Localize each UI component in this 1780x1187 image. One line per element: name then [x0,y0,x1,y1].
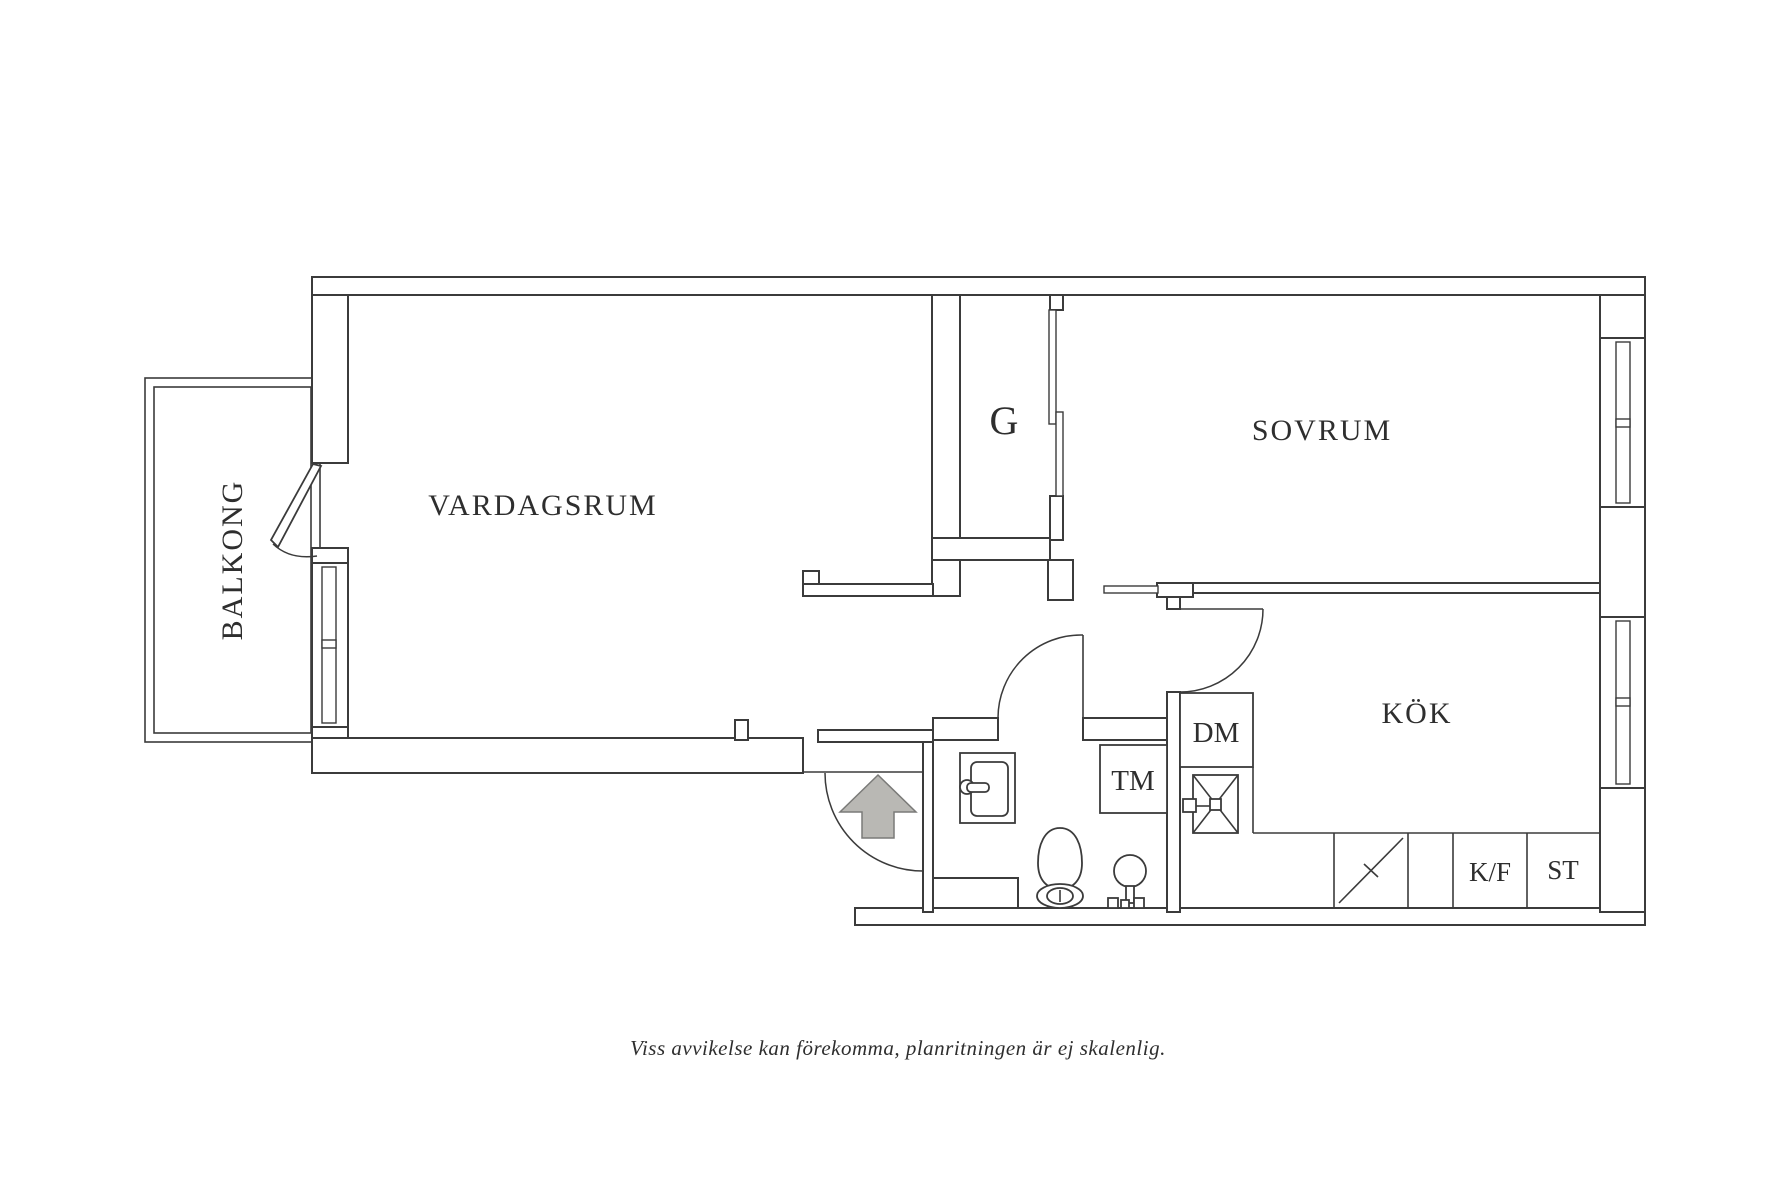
wall-left-upper [311,294,349,464]
fixture-stem [1125,885,1135,904]
room-label-closet: G [990,398,1019,443]
fixture-foot [1107,897,1119,909]
appliance-label-pantry: ST [1547,855,1579,885]
wall-right-middle [1599,506,1646,618]
kitchen-counter [1252,767,1600,908]
sliding-door-icon [1103,585,1159,594]
kitchen-window-icon [1615,620,1631,785]
door-swing-icon [1179,608,1264,693]
room-label-bedroom: SOVRUM [1252,414,1392,447]
wall-hall-nib [802,570,820,585]
toilet-bowl [1037,827,1083,890]
exterior-walls [311,276,1646,926]
wall-entry-lintel [817,729,934,743]
fixture-head [1113,854,1147,888]
closet-sliding-doors [1048,309,1064,497]
door-swing-icon [824,772,924,872]
floor-fixture-icon [1107,854,1147,909]
wall-bedroom-kitchen [1192,582,1601,594]
appliance-label-dishwasher: DM [1193,717,1240,749]
window-transom [1615,697,1631,707]
wall-living-hall [802,583,934,597]
room-label-kitchen: KÖK [1382,697,1453,730]
wall-hall-stub [1047,559,1074,601]
window-transom [1615,418,1631,428]
room-labels: BALKONG VARDAGSRUM G SOVRUM KÖK DM TM K/… [216,398,1579,887]
wall-closet-stub-top [1049,294,1064,311]
wall-right-upper [1599,294,1646,339]
toilet-icon [1036,827,1084,909]
dishwasher-box [1179,692,1254,768]
wall-bath-step [932,877,1019,909]
kitchen-door [1179,608,1264,693]
wall-left-sill [311,547,349,564]
appliance-label-washing-machine: TM [1111,765,1155,797]
door-leaf [269,462,323,549]
wall-nib [734,719,749,741]
bathroom-fixtures [959,744,1168,909]
windows [321,341,1631,785]
sliding-door-icon [1055,411,1064,497]
wall-bath-top-right [1082,717,1168,741]
kitchen-fixtures [1179,692,1600,908]
entrance-door [803,771,924,872]
appliance-label-fridge-freezer: K/F [1469,857,1511,887]
fixture-foot [1120,899,1130,909]
wall-closet-bottom [931,537,1051,561]
interior-walls [802,294,1601,913]
balcony-door [269,462,323,558]
bathroom-door [997,634,1084,719]
faucet-handle [966,782,990,793]
entrance-arrow-icon [838,773,918,839]
wall-bath-west [922,741,934,913]
washbasin-icon [959,752,1016,824]
wall-top [311,276,1646,296]
window-transom [321,639,337,649]
stove-tick [1363,863,1379,878]
wall-right-lower [1599,787,1646,913]
stove-icon [1338,837,1404,904]
door-swing-icon [272,543,318,558]
fixture-foot [1133,897,1145,909]
door-swing-icon [997,634,1084,719]
room-label-balcony: BALKONG [216,480,249,641]
wall-pocket-stub [1166,596,1181,610]
sink-drain [1209,798,1222,811]
wall-closet-stub-bottom [1049,495,1064,541]
wall-hall-kitchen [1166,691,1181,913]
disclaimer-caption: Viss avvikelse kan förekomma, planritnin… [630,1036,1166,1060]
bedroom-window-icon [1615,341,1631,504]
wall-bottom-main [854,907,1646,926]
sink-faucet [1182,798,1197,813]
doors [269,309,1264,872]
wall-bottom-left [311,737,804,774]
kitchen-sink-icon [1182,774,1239,834]
sliding-door-icon [1048,309,1057,425]
wall-bath-top-left [932,717,999,741]
washing-machine-box [1099,744,1168,814]
room-label-living-room: VARDAGSRUM [428,489,658,522]
living-room-window-icon [321,566,337,724]
sliding-door-pocket [1156,582,1194,598]
